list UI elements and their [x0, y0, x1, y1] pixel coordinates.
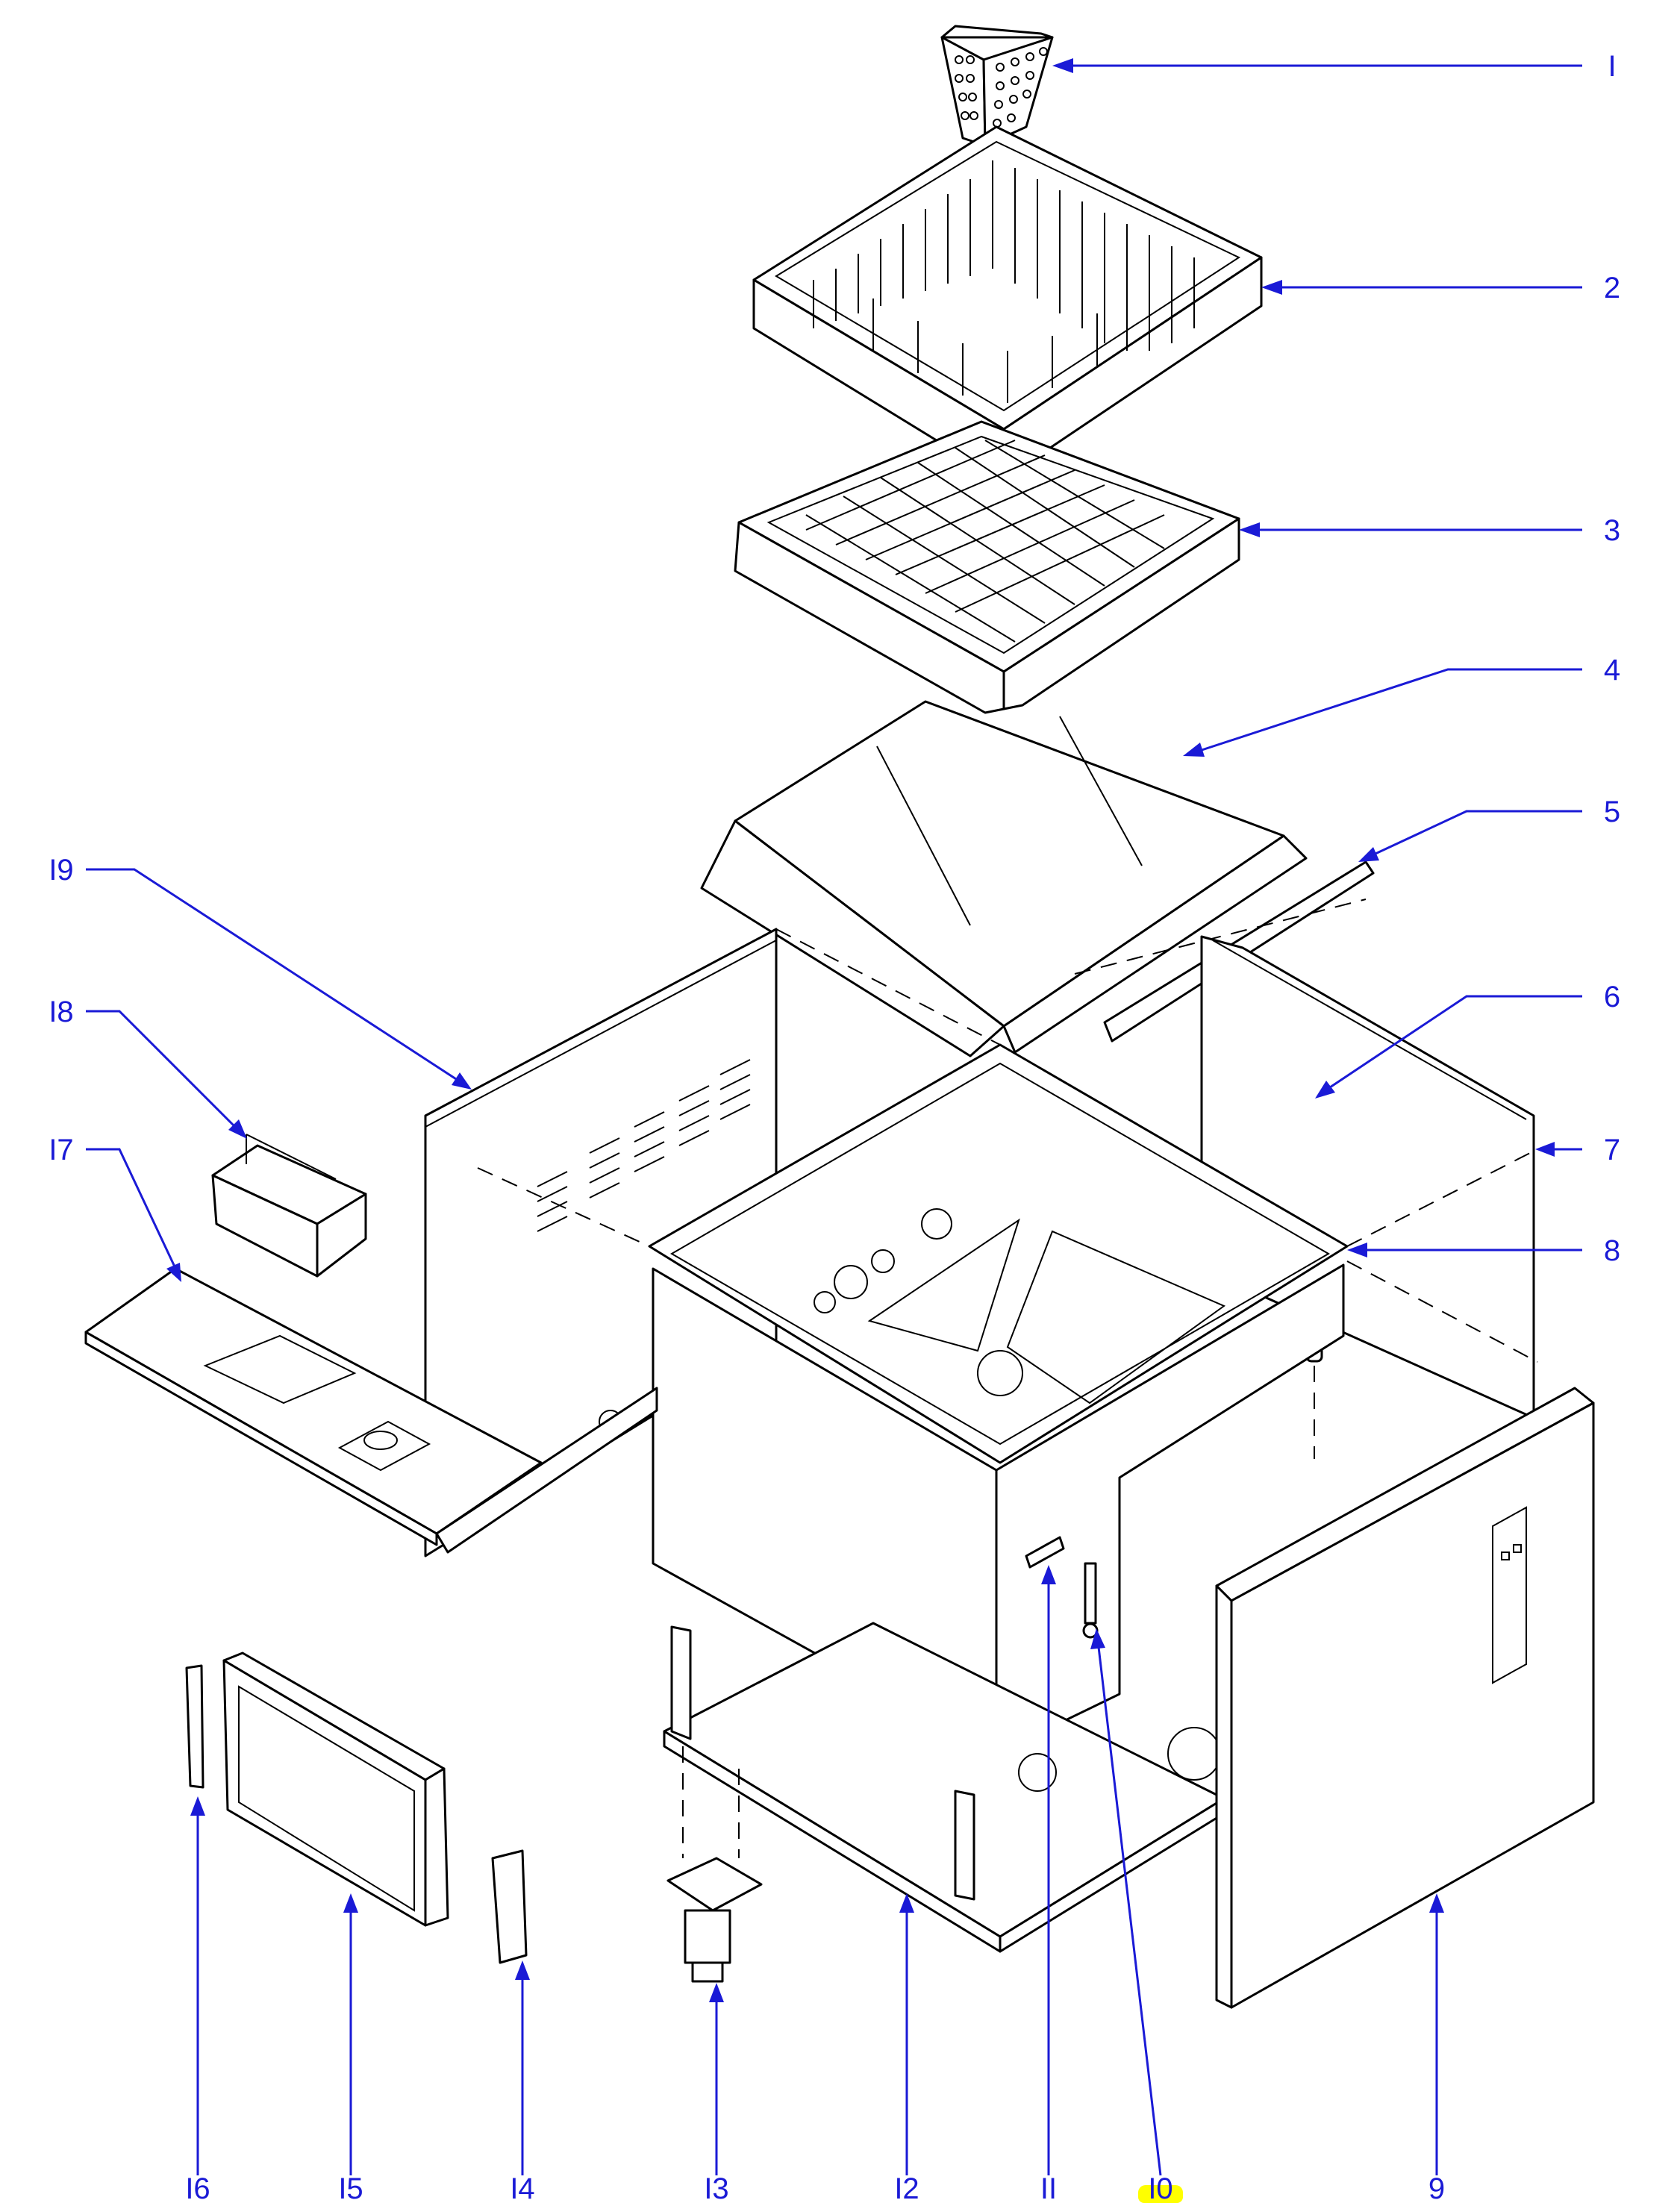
part-13-foot [666, 1857, 763, 1983]
callout-7: 7 [1604, 1134, 1620, 1166]
callout-5: 5 [1604, 796, 1620, 828]
callout-2: 2 [1604, 272, 1620, 304]
callout-6: 6 [1604, 981, 1620, 1013]
part-3-open-rack [734, 420, 1240, 714]
callout-1: I [1608, 50, 1616, 83]
part-1-cutlery-basket [940, 25, 1054, 147]
part-17-cover-plate [84, 1267, 658, 1554]
callout-10: I0 [1148, 2172, 1172, 2203]
callout-3: 3 [1604, 514, 1620, 547]
part-14-strip [491, 1849, 528, 1964]
callout-14: I4 [510, 2172, 534, 2203]
callout-16: I6 [185, 2172, 210, 2203]
part-10-level-switch [1082, 1562, 1099, 1639]
part-2-peg-rack [752, 125, 1263, 472]
callout-19: I9 [49, 854, 73, 887]
callout-12: I2 [894, 2172, 919, 2203]
callout-18: I8 [49, 996, 73, 1028]
callout-15: I5 [338, 2172, 363, 2203]
callout-labels: I 2 3 4 5 6 7 8 9 I0 II I2 I3 I4 I5 I6 I… [49, 50, 1620, 2203]
part-6-cap [1305, 1342, 1323, 1459]
part-9-door-panel [1215, 1387, 1595, 2009]
callout-17: I7 [49, 1134, 73, 1166]
part-16-trim [185, 1664, 204, 1789]
callout-10-highlight-body [1138, 2185, 1183, 2203]
part-18-control-box [211, 1134, 367, 1278]
callout-13: I3 [704, 2172, 728, 2203]
part-4-hood-frame [700, 700, 1308, 1057]
part-12-base-frame [663, 1622, 1225, 1953]
part-15-access-panel [222, 1652, 449, 1927]
callout-4: 4 [1604, 654, 1620, 687]
callout-11: II [1040, 2172, 1057, 2203]
callout-9: 9 [1428, 2172, 1445, 2203]
callout-8: 8 [1604, 1234, 1620, 1267]
leader-lines [86, 58, 1582, 2176]
part-11-bracket [1025, 1536, 1065, 1569]
